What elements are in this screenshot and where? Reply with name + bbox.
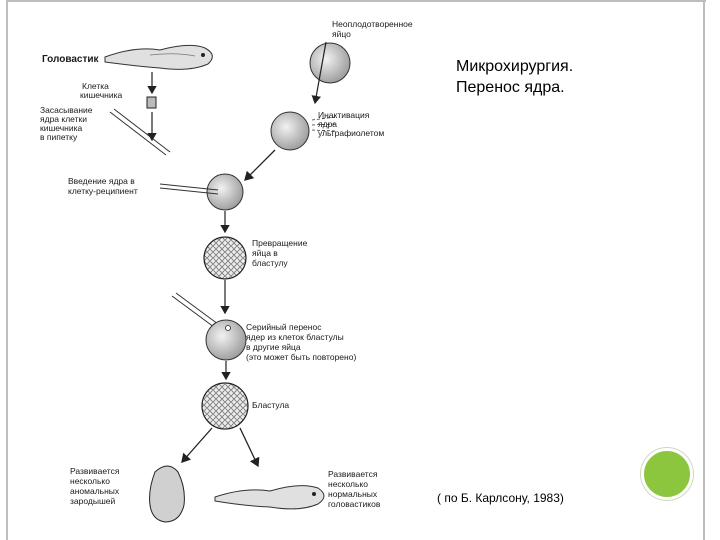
label-to-blastula-2: яйца в <box>252 248 278 258</box>
label-unfertilized-egg-2: яйцо <box>332 29 351 39</box>
label-abnormal-4: зародышей <box>70 496 116 506</box>
label-tadpole: Головастик <box>42 54 100 65</box>
gut-cell-shape <box>146 96 157 109</box>
label-abnormal-3: аномальных <box>70 486 120 496</box>
source-citation: ( по Б. Карлсону, 1983) <box>437 491 564 505</box>
label-abnormal-2: несколько <box>70 476 110 486</box>
label-to-blastula-1: Превращение <box>252 238 308 248</box>
nucleus-shape <box>225 325 231 331</box>
label-normal-3: нормальных <box>328 489 378 499</box>
label-suction-4: в пипетку <box>40 132 78 142</box>
serial-egg-shape <box>205 319 247 361</box>
label-gut-cell-2: кишечника <box>80 90 123 100</box>
tadpole-top-shape <box>104 44 213 70</box>
arrow-uv-to-recipient <box>244 149 276 181</box>
arrow-egg-to-uv <box>311 41 327 105</box>
slide-title: Микрохирургия. Перенос ядра. <box>456 56 573 98</box>
normal-tadpole-shape <box>214 485 325 510</box>
label-suction-2: ядра клетки <box>40 114 87 124</box>
label-gut-cell-1: Клетка <box>82 81 109 91</box>
decorative-green-circle <box>641 448 693 500</box>
slide-frame-left <box>6 0 8 540</box>
label-suction-3: кишечника <box>40 123 83 133</box>
label-serial-2: ядер из клеток бластулы <box>246 332 344 342</box>
slide-frame-top <box>6 0 706 2</box>
label-to-blastula-3: бластулу <box>252 258 288 268</box>
arrow-to-normal <box>239 427 260 468</box>
recipient-egg-shape <box>206 173 244 211</box>
slide-title-line-2: Перенос ядра. <box>456 79 565 96</box>
abnormal-embryo-shape <box>149 465 185 523</box>
label-serial-4: (это может быть повторено) <box>246 352 356 362</box>
unfertilized-egg-shape <box>309 42 351 84</box>
uv-egg-shape <box>270 111 310 151</box>
label-normal-2: несколько <box>328 479 368 489</box>
label-injection-2: клетку-реципиент <box>68 186 138 196</box>
label-blastula: Бластула <box>252 400 289 410</box>
label-normal-1: Развивается <box>328 469 378 479</box>
label-inactivation-2: ядра <box>318 119 337 129</box>
uv-rays-shape <box>311 116 336 132</box>
label-serial-1: Серийный перенос <box>246 322 322 332</box>
slide-title-line-1: Микрохирургия. <box>456 58 574 75</box>
pipette-2-shape <box>159 183 219 195</box>
arrow-to-abnormal <box>181 427 213 463</box>
label-suction-1: Засасывание <box>40 105 93 115</box>
label-inactivation-1: Инактивация <box>318 110 370 120</box>
label-serial-3: в другие яйца <box>246 342 301 352</box>
label-unfertilized-egg-1: Неоплодотворенное <box>332 19 413 29</box>
slide-frame-right <box>703 0 705 540</box>
pipette-3-shape <box>171 292 223 331</box>
label-inactivation-3: ультрафиолетом <box>318 128 384 138</box>
pipette-1-shape <box>109 108 171 156</box>
blastula-1-shape <box>203 236 247 280</box>
label-injection-1: Введение ядра в <box>68 176 135 186</box>
label-abnormal-1: Развивается <box>70 466 120 476</box>
blastula-2-shape <box>201 382 249 430</box>
label-normal-4: головастиков <box>328 499 381 509</box>
